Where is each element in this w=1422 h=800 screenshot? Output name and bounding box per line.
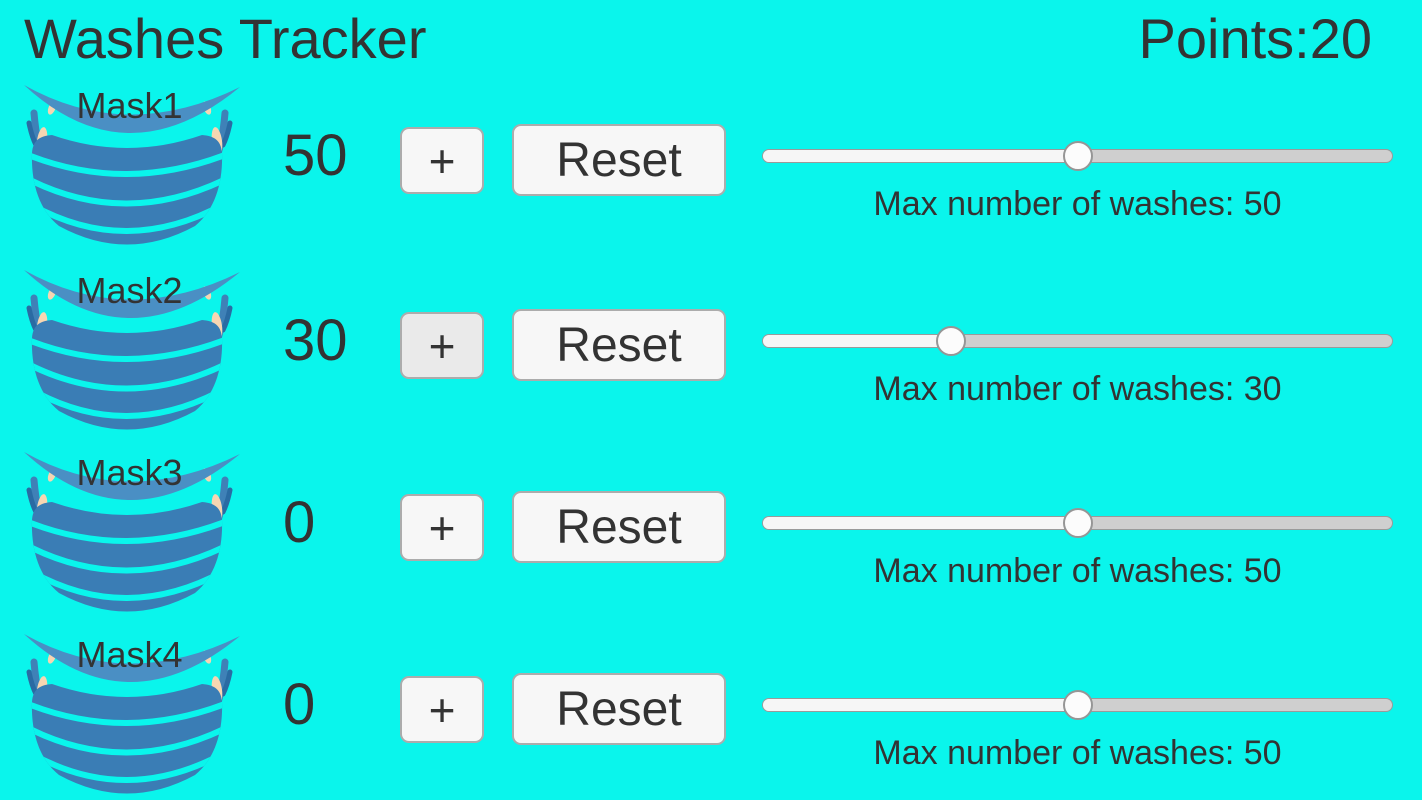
mask-row: Mask4 0 + Reset Max number of washes: 50 (0, 624, 1422, 800)
slider-thumb[interactable] (1062, 141, 1093, 171)
slider-fill (763, 699, 1078, 711)
max-washes-caption: Max number of washes: 30 (873, 370, 1282, 408)
mask-label: Mask4 (76, 634, 183, 675)
reset-button[interactable]: Reset (512, 124, 726, 196)
max-washes-caption: Max number of washes: 50 (873, 185, 1282, 223)
slider-fill (763, 335, 952, 347)
wash-count: 30 (283, 308, 348, 373)
points-display: Points:20 (1139, 6, 1373, 71)
mask-icon: Mask3 (12, 442, 247, 614)
max-washes-slider[interactable] (762, 326, 1393, 356)
points-value: 20 (1309, 7, 1372, 70)
slider-fill (763, 150, 1078, 162)
slider-fill (763, 517, 1078, 529)
reset-button[interactable]: Reset (512, 673, 726, 745)
max-washes-slider[interactable] (762, 508, 1393, 538)
increment-button[interactable]: + (400, 127, 484, 194)
reset-button[interactable]: Reset (512, 309, 726, 381)
mask-icon: Mask2 (12, 260, 247, 432)
slider-thumb[interactable] (1062, 508, 1093, 538)
wash-count: 50 (283, 123, 348, 188)
mask-row: Mask2 30 + Reset Max number of washes: 3… (0, 260, 1422, 442)
mask-row: Mask1 50 + Reset Max number of washes: 5… (0, 75, 1422, 257)
max-washes-slider[interactable] (762, 141, 1393, 171)
mask-icon: Mask4 (12, 624, 247, 796)
mask-label: Mask1 (76, 85, 183, 126)
mask-icon: Mask1 (12, 75, 247, 247)
increment-button[interactable]: + (400, 676, 484, 743)
max-washes-slider[interactable] (762, 690, 1393, 720)
slider-thumb[interactable] (1062, 690, 1093, 720)
wash-count: 0 (283, 672, 316, 737)
wash-count: 0 (283, 490, 316, 555)
mask-label: Mask3 (76, 452, 183, 493)
mask-label: Mask2 (76, 270, 183, 311)
reset-button[interactable]: Reset (512, 491, 726, 563)
slider-thumb[interactable] (936, 326, 967, 356)
increment-button[interactable]: + (400, 494, 484, 561)
page-title: Washes Tracker (24, 7, 427, 70)
points-label: Points: (1138, 7, 1310, 70)
slider-track[interactable] (762, 334, 1393, 348)
max-washes-caption: Max number of washes: 50 (873, 734, 1282, 772)
max-washes-caption: Max number of washes: 50 (873, 552, 1282, 590)
mask-row: Mask3 0 + Reset Max number of washes: 50 (0, 442, 1422, 624)
increment-button[interactable]: + (400, 312, 484, 379)
